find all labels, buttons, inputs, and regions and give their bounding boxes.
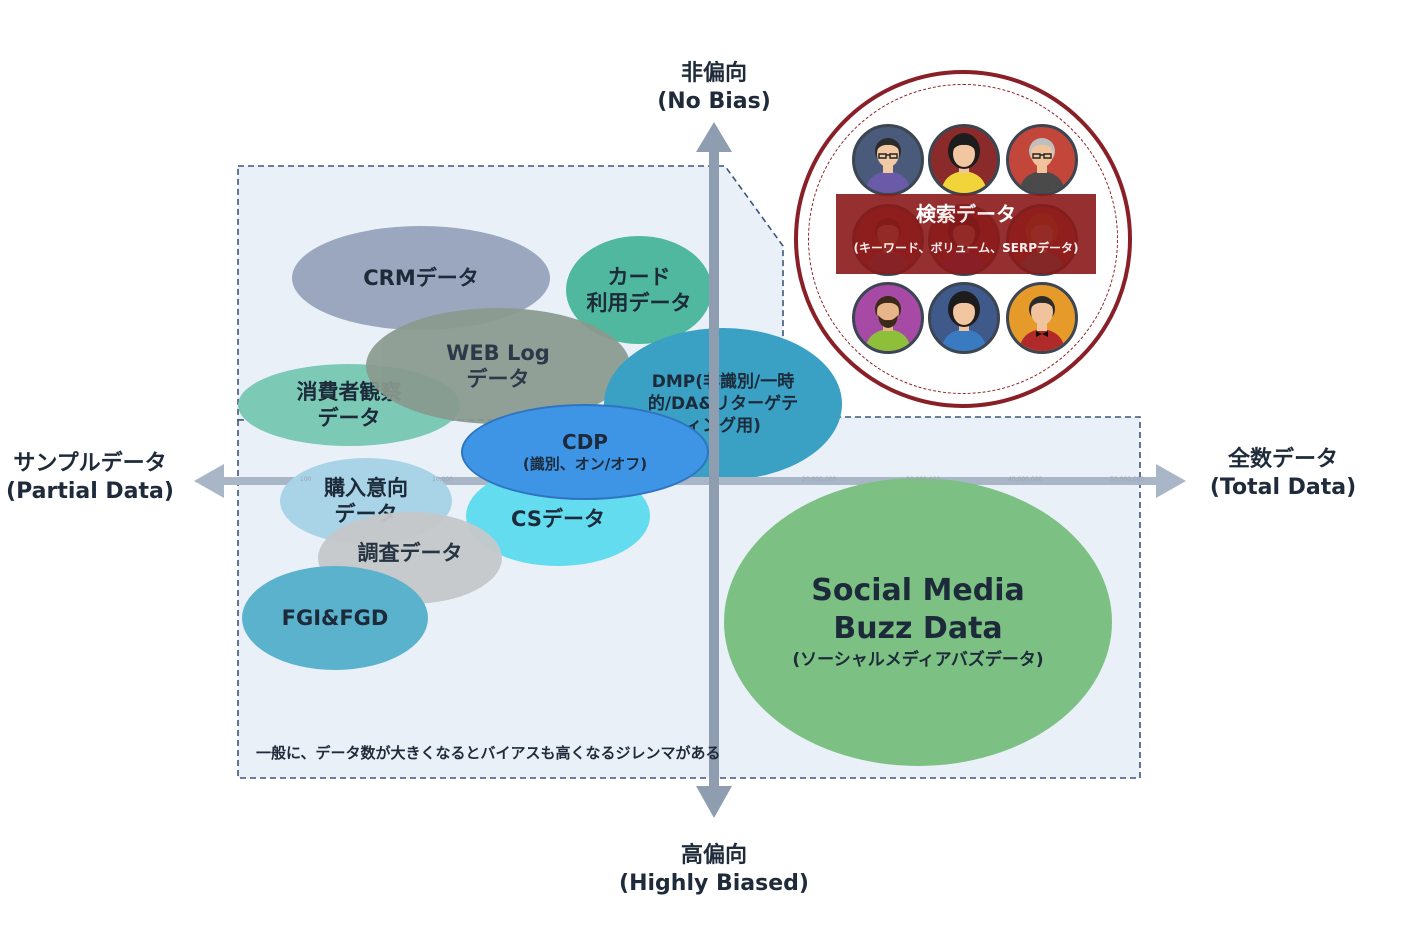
tick-label: 30,000,000	[906, 476, 941, 483]
fgi-fgd-label: FGI&FGD	[281, 606, 389, 630]
consumer-observation-line2: データ	[317, 406, 381, 430]
survey-data-label: 調査データ	[357, 541, 463, 565]
social-media-buzz-ellipse: Social Media Buzz Data (ソーシャルメディアバズデータ)	[724, 478, 1112, 766]
tick-label: 10,000	[432, 476, 453, 483]
weblog-line2: データ	[466, 367, 530, 391]
axis-label-right: 全数データ (Total Data)	[1198, 446, 1368, 502]
bowtie-man-icon	[1006, 282, 1078, 354]
axis-label-bottom: 高偏向 (Highly Biased)	[594, 842, 834, 898]
dmp-ellipse: DMP(非識別/一時 的/DA&リターゲテ ィング用)	[604, 328, 842, 480]
woman-icon	[928, 282, 1000, 354]
axis-label-top: 非偏向 (No Bias)	[634, 60, 794, 116]
cs-data-label: CSデータ	[511, 507, 605, 531]
dilemma-note: 一般に、データ数が大きくなるとバイアスも高くなるジレンマがある	[256, 744, 721, 762]
horizontal-axis	[194, 464, 1186, 498]
glasses-man-icon	[852, 124, 924, 196]
cdp-line2: (識別、オン/オフ)	[522, 455, 648, 473]
axis-top-line2: (No Bias)	[657, 89, 771, 114]
axis-right-line1: 全数データ	[1227, 447, 1338, 472]
bearded-man-icon	[852, 282, 924, 354]
card-usage-data-ellipse: カード 利用データ	[566, 236, 712, 344]
woman-icon	[928, 124, 1000, 196]
search-data-band: 検索データ (キーワード、ボリューム、SERPデータ)	[836, 194, 1096, 274]
tick-label: 40,000,000	[1008, 476, 1043, 483]
weblog-line1: WEB Log	[446, 341, 550, 365]
search-data-inner-ring	[808, 84, 1118, 394]
crm-data-label: CRMデータ	[363, 266, 479, 290]
purchase-intent-line1: 購入意向	[324, 476, 408, 500]
dmp-line2: 的/DA&リターゲテ	[647, 394, 799, 414]
tick-label: 100	[300, 476, 312, 483]
cdp-line1: CDP	[562, 430, 608, 454]
axis-right-line2: (Total Data)	[1209, 475, 1357, 500]
social-media-line3: (ソーシャルメディアバズデータ)	[792, 650, 1044, 670]
social-media-line1: Social Media	[811, 573, 1025, 608]
axis-bottom-line2: (Highly Biased)	[619, 871, 809, 896]
social-media-line2: Buzz Data	[833, 611, 1003, 646]
vertical-axis	[696, 122, 732, 818]
tick-label: 50,000,000	[1110, 476, 1145, 483]
card-usage-line2: 利用データ	[586, 291, 692, 315]
dmp-line1: DMP(非識別/一時	[651, 372, 795, 392]
axis-left-line2: (Partial Data)	[6, 479, 174, 504]
search-data-title: 検索データ	[916, 202, 1016, 226]
card-usage-line1: カード	[607, 265, 671, 289]
crm-data-ellipse: CRMデータ	[292, 226, 550, 330]
dmp-line3: ィング用)	[685, 416, 761, 436]
axis-label-left: サンプルデータ (Partial Data)	[0, 450, 180, 506]
tick-label: 20,000,000	[802, 476, 837, 483]
search-data-subtitle: (キーワード、ボリューム、SERPデータ)	[853, 241, 1079, 255]
axis-left-line1: サンプルデータ	[13, 451, 167, 476]
glasses-elder-icon	[1006, 124, 1078, 196]
fgi-fgd-ellipse: FGI&FGD	[242, 566, 428, 670]
axis-top-line1: 非偏向	[680, 61, 747, 86]
axis-bottom-line1: 高偏向	[680, 843, 747, 868]
cdp-ellipse: CDP (識別、オン/オフ)	[461, 404, 709, 500]
